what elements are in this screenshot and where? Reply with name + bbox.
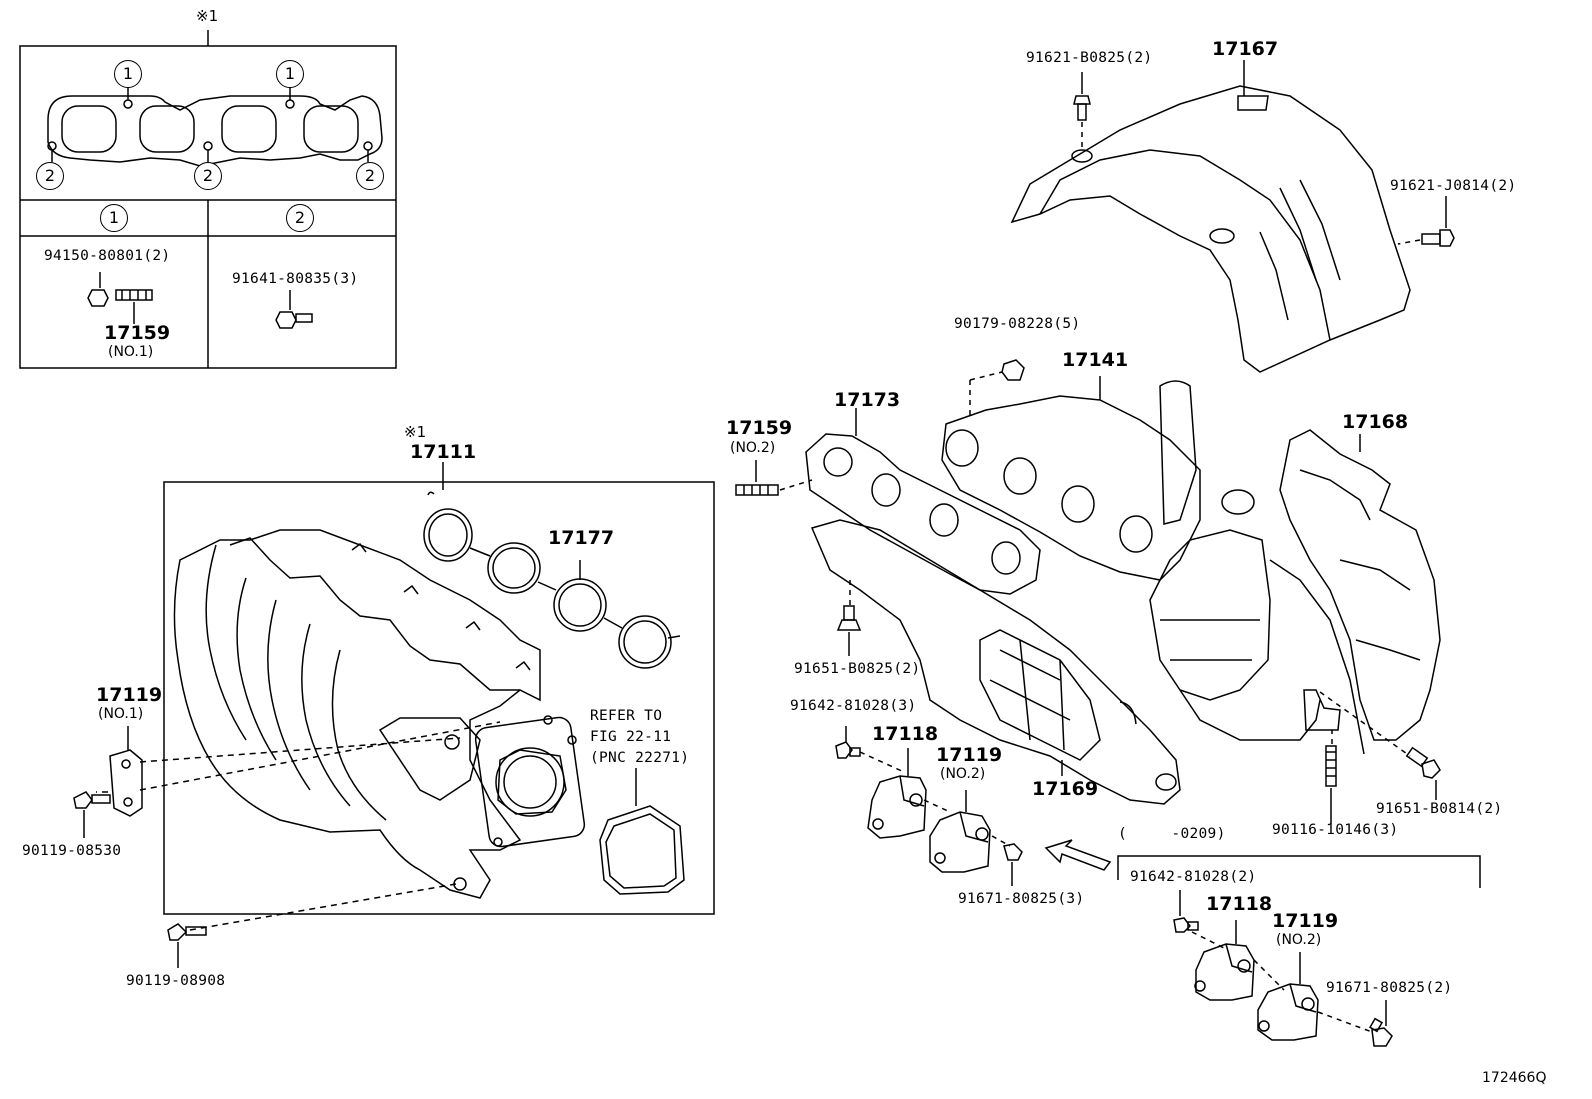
intake-manifold-part-number: 17111: [410, 441, 477, 463]
variant-bracket-b-part-number: 17119: [1272, 910, 1339, 932]
diagram-id: 172466Q: [1482, 1070, 1547, 1086]
exhaust-manifold-drawing: [941, 376, 1341, 741]
intake-lower-bolt-label: 90119-08908: [126, 973, 226, 989]
refer-line-2: FIG 22-11: [590, 729, 672, 745]
intake-bracket-part-number: 17119: [96, 684, 163, 706]
right-insulator-drawing: [1269, 429, 1441, 755]
exhaust-stud-sub: (NO.2): [730, 440, 776, 456]
variant-bracket-bolt-label: 91642-81028(2): [1130, 869, 1257, 885]
inset-marker-2-left: 2: [36, 162, 64, 190]
main-bracket-a-part-number: 17118: [872, 723, 939, 745]
variant-bracket-a-part-number: 17118: [1206, 893, 1273, 915]
upper-left-bolt-label: 91621-B0825(2): [1026, 50, 1153, 66]
intake-manifold-drawing: [173, 529, 586, 899]
variant-bracket-b-bolt-label: 91671-80825(2): [1326, 980, 1453, 996]
exhaust-leaders: [779, 371, 1411, 847]
main-bracket-b-sub: (NO.2): [940, 766, 986, 782]
arrow-to-variant: [1044, 839, 1112, 871]
upper-insulator-part-number: 17167: [1212, 38, 1279, 60]
main-bracket-b-part-number: 17119: [936, 744, 1003, 766]
intake-note-mark: ※1: [404, 423, 427, 441]
variant-range-label: ( -0209): [1118, 826, 1226, 842]
inset-stud-part-number: 17159: [104, 322, 171, 344]
intake-bracket-bolt-label: 90119-08530: [22, 843, 122, 859]
main-bracket-bolt-label: 91642-81028(3): [790, 698, 917, 714]
lower-insulator-drawing: [810, 519, 1181, 805]
intake-leaders: [96, 721, 501, 931]
inset-marker-1-top-right: 1: [276, 60, 304, 88]
intake-gasket-part-number: 17177: [548, 527, 615, 549]
upper-right-bolt-label: 91621-J0814(2): [1390, 178, 1517, 194]
inset-gasket-drawing: [47, 86, 383, 167]
exhaust-stud-part-number: 17159: [726, 417, 793, 439]
inset-marker-2-right: 2: [356, 162, 384, 190]
intake-gasket-drawing: [423, 491, 681, 669]
exhaust-nut-drawing: [1001, 359, 1025, 381]
variant-bracket-b-sub: (NO.2): [1276, 932, 1322, 948]
inset-stud-sub: (NO.1): [108, 344, 154, 360]
exhaust-gasket-bolt: [836, 605, 862, 656]
inset-fasteners: [87, 272, 313, 329]
refer-line-3: (PNC 22271): [590, 750, 690, 766]
intake-bracket-sub: (NO.1): [98, 706, 144, 722]
inset-col2-bolt-label: 91641-80835(3): [232, 271, 359, 287]
exhaust-manifold-part-number: 17141: [1062, 349, 1129, 371]
inset-marker-2-center: 2: [194, 162, 222, 190]
throttle-gasket-drawing: [599, 768, 685, 895]
variant-box: [1117, 855, 1481, 888]
right-fasteners: [1325, 745, 1441, 824]
upper-insulator-drawing: [1010, 60, 1411, 373]
exhaust-gasket-bolt-label: 91651-B0825(2): [794, 661, 921, 677]
upper-leaders: [1081, 122, 1421, 245]
upper-right-bolt: [1421, 196, 1455, 247]
inset-column-1-marker: 1: [100, 204, 128, 232]
inset-bolt-label: 94150-80801(2): [44, 248, 171, 264]
right-stud-label: 90116-10146(3): [1272, 822, 1399, 838]
right-insulator-part-number: 17168: [1342, 411, 1409, 433]
inset-marker-1-top-left: 1: [114, 60, 142, 88]
intake-bolts: [73, 791, 207, 968]
exhaust-stud-left: [735, 460, 779, 496]
exhaust-gasket-part-number: 17173: [834, 389, 901, 411]
inset-note-mark: ※1: [196, 7, 219, 25]
variant-leaders: [1191, 931, 1373, 1033]
exhaust-nut-label: 90179-08228(5): [954, 316, 1081, 332]
lower-insulator-part-number: 17169: [1032, 778, 1099, 800]
main-brackets-drawing: [835, 726, 1023, 886]
refer-line-1: REFER TO: [590, 708, 663, 724]
intake-bracket-drawing: [109, 726, 143, 817]
intake-box: [163, 481, 715, 915]
right-bolt-label: 91651-B0814(2): [1376, 801, 1503, 817]
inset-box: [19, 30, 397, 369]
variant-brackets-drawing: [1173, 890, 1393, 1047]
inset-column-2-marker: 2: [286, 204, 314, 232]
exhaust-gasket-drawing: [805, 408, 1041, 595]
main-bracket-b-bolt-label: 91671-80825(3): [958, 891, 1085, 907]
